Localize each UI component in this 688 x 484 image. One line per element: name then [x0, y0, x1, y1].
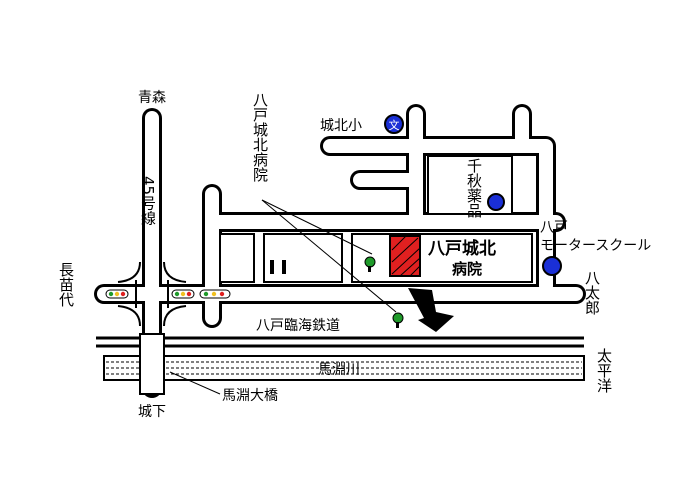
- river-band: [103, 355, 585, 381]
- school-mark: 文: [389, 118, 400, 132]
- block-gas-station: [263, 233, 343, 283]
- label-motor-school: モータースクール: [540, 238, 651, 254]
- city-blocks: [219, 155, 533, 283]
- block-west: [219, 233, 255, 283]
- railway-line: [96, 336, 584, 348]
- tree-icon-railway: [392, 312, 404, 328]
- label-aomori: 青森: [138, 90, 166, 106]
- route-45-bridge: [139, 333, 165, 395]
- school-symbol-icon: 文: [384, 114, 404, 134]
- label-hospital-pointer: 八戸城北病院: [251, 92, 269, 183]
- label-bridge: 馬淵大橋: [222, 388, 278, 404]
- label-pacific: 太平洋: [595, 348, 613, 393]
- route-45-intersection: [117, 261, 187, 327]
- label-railway: 八戸臨海鉄道: [256, 318, 340, 334]
- block-hospital: [351, 233, 533, 283]
- gas-station-icon: [270, 260, 286, 274]
- hospital-building: [389, 235, 421, 277]
- pointer-lines: [169, 199, 397, 395]
- label-route-45: 45号線: [139, 176, 157, 225]
- label-joge: 城下: [138, 404, 166, 420]
- motor-school-icon: [542, 256, 562, 276]
- label-hospital-name-1: 八戸城北: [428, 239, 496, 259]
- label-river: 馬淵川: [318, 362, 360, 378]
- label-hachinohe: 八戸: [540, 220, 568, 236]
- traffic-signal-icon: [105, 289, 129, 299]
- entrance-arrow-icon: [408, 288, 454, 332]
- label-nagawashiro: 長苗代: [57, 262, 75, 308]
- tree-icon: [364, 256, 376, 272]
- label-joho-elementary: 城北小: [320, 118, 362, 134]
- traffic-signal-icon-east: [171, 289, 231, 299]
- label-hachitaro: 八太郎: [583, 270, 601, 315]
- label-chiaki-pharmacy: 千秋薬品: [465, 158, 483, 218]
- label-hospital-name-2: 病院: [452, 260, 482, 278]
- chiaki-pharmacy-icon: [487, 193, 505, 211]
